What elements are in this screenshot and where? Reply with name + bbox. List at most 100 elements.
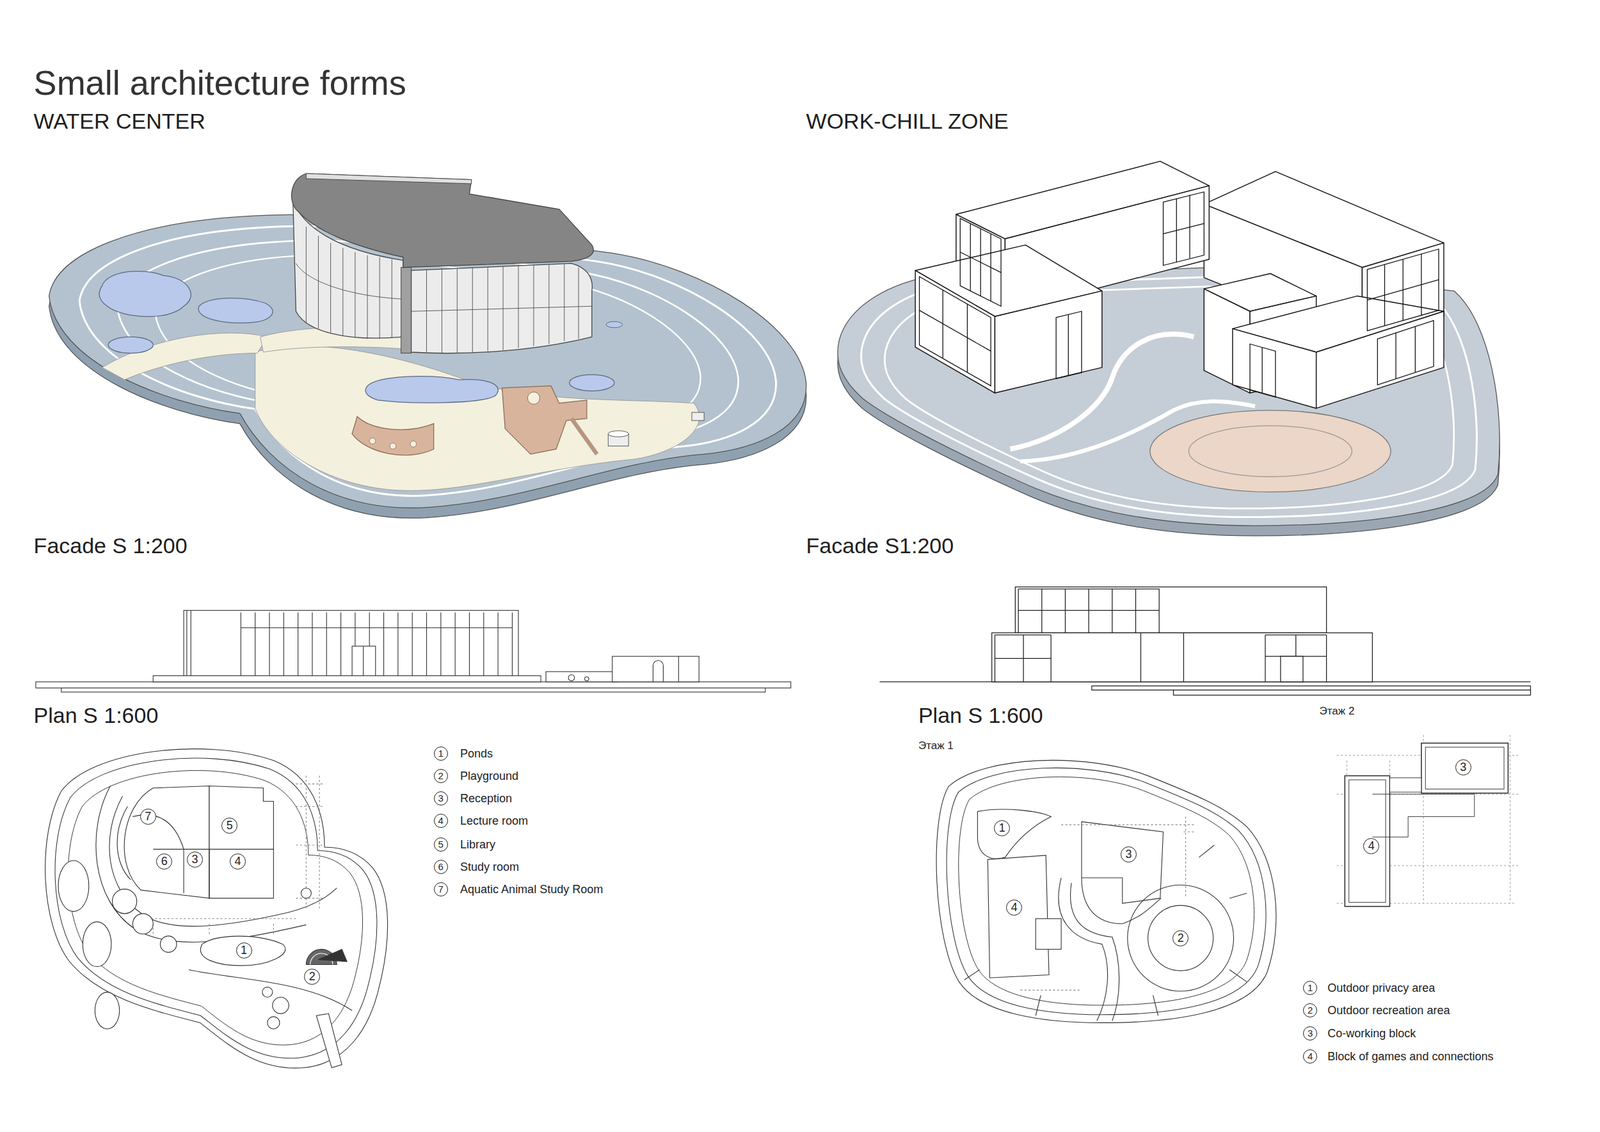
water-center-view xyxy=(569,374,615,392)
work-chill-floor2-plan xyxy=(1349,779,1386,902)
callout-number: 2 xyxy=(304,968,320,985)
work-chill-floor2-plan xyxy=(1336,734,1521,907)
water-center-view xyxy=(155,254,701,466)
work-chill-facade xyxy=(992,632,1373,682)
callout-number: 3 xyxy=(1455,759,1472,776)
work-chill-plan xyxy=(1127,884,1234,991)
section-heading: Plan S 1:600 xyxy=(33,704,159,726)
water-center-view xyxy=(255,345,700,491)
water-center-view xyxy=(99,271,191,317)
water-center-plan xyxy=(68,769,363,1045)
work-chill-view xyxy=(1150,410,1391,493)
work-chill-facade xyxy=(1015,586,1327,633)
work-chill-view xyxy=(1367,254,1439,326)
water-center-plan xyxy=(316,1013,342,1067)
legend-entry: Ponds xyxy=(460,747,493,760)
water-center-plan xyxy=(318,949,348,962)
work-chill-view xyxy=(919,276,992,386)
work-chill-plan xyxy=(1148,904,1214,971)
work-chill-floor2-plan xyxy=(1372,793,1474,837)
callout-number: 2 xyxy=(433,768,448,783)
water-center-view xyxy=(401,267,412,354)
water-center-view xyxy=(369,437,376,445)
water-center-facade xyxy=(152,675,541,682)
callout-number: 3 xyxy=(186,851,203,868)
callout-number: 1 xyxy=(993,819,1010,836)
floor-label: Этаж 1 xyxy=(918,739,954,751)
callout-number: 1 xyxy=(236,942,253,959)
water-center-facade xyxy=(35,609,792,692)
work-chill-view xyxy=(1249,343,1276,397)
water-center-facade xyxy=(584,676,589,681)
work-chill-floor2-plan xyxy=(1389,777,1421,792)
work-chill-view xyxy=(1377,320,1434,385)
work-chill-plan xyxy=(958,776,1255,1005)
water-center-view xyxy=(606,321,623,328)
legend-entry: Playground xyxy=(460,769,519,782)
water-center-plan xyxy=(112,888,137,914)
work-chill-view xyxy=(1163,192,1205,266)
water-center-view xyxy=(410,440,417,448)
legend-entry: Lecture room xyxy=(460,814,528,827)
water-center-facade xyxy=(35,681,792,688)
work-chill-plan xyxy=(977,808,1051,859)
section-heading: Plan S 1:600 xyxy=(918,704,1044,726)
water-center-facade xyxy=(612,656,700,682)
water-center-plan xyxy=(94,992,120,1029)
callout-number: 1 xyxy=(433,746,448,761)
work-chill-floor2-plan xyxy=(1421,743,1509,793)
callout-number: 3 xyxy=(1120,846,1137,863)
section-heading: Facade S 1:200 xyxy=(33,534,188,557)
water-center-plan xyxy=(142,775,325,934)
water-center-plan xyxy=(45,748,388,1069)
floor-label: Этаж 2 xyxy=(1319,705,1355,717)
water-center-facade xyxy=(545,671,618,682)
section-heading: WATER CENTER xyxy=(33,110,206,132)
water-center-plan xyxy=(58,860,89,912)
work-chill-plan xyxy=(936,759,1277,1023)
callout-number: 4 xyxy=(433,813,448,828)
work-chill-view xyxy=(994,290,1102,393)
work-chill-view xyxy=(1395,326,1416,379)
water-center-plan xyxy=(188,969,352,1011)
water-center-plan xyxy=(160,935,177,953)
work-chill-facade xyxy=(994,632,1327,682)
work-chill-view xyxy=(837,161,1500,536)
legend-entry: Study room xyxy=(460,860,520,873)
water-center-view xyxy=(608,430,629,438)
callout-number: 2 xyxy=(1172,929,1189,946)
callout-number: 4 xyxy=(1006,899,1023,916)
work-chill-facade xyxy=(879,586,1531,696)
sheet-title: Small architecture forms xyxy=(33,65,407,100)
water-center-plan xyxy=(267,1016,280,1029)
water-center-plan xyxy=(45,748,388,1069)
work-chill-plan xyxy=(1035,918,1062,950)
legend-entry: Aquatic Animal Study Room xyxy=(460,883,603,895)
legend-entry: Reception xyxy=(460,792,512,804)
water-center-plan xyxy=(272,997,290,1014)
water-center-view xyxy=(411,263,593,353)
legend-entry: Outdoor privacy area xyxy=(1327,981,1435,994)
water-center-plan xyxy=(209,785,274,898)
water-center-view xyxy=(305,173,472,184)
water-center-plan xyxy=(262,986,273,998)
work-chill-view xyxy=(919,289,992,373)
work-chill-view xyxy=(1367,248,1439,331)
water-center-view xyxy=(291,173,594,268)
work-chill-floor2-plan xyxy=(1344,775,1390,907)
water-center-view xyxy=(102,332,268,380)
water-center-view xyxy=(198,298,273,324)
callout-number: 6 xyxy=(156,853,173,870)
callout-number: 2 xyxy=(1303,1002,1318,1017)
legend-entry: Block of games and connections xyxy=(1327,1050,1494,1062)
work-chill-plan xyxy=(1020,816,1194,990)
water-center-view xyxy=(108,336,153,354)
work-chill-view xyxy=(1316,311,1444,408)
work-chill-plan xyxy=(946,767,1266,1014)
callout-number: 7 xyxy=(140,808,157,825)
work-chill-plan xyxy=(987,855,1049,978)
work-chill-facade xyxy=(1280,656,1304,682)
work-chill-facade xyxy=(1018,588,1160,633)
water-center-facade xyxy=(61,688,766,692)
water-center-view xyxy=(571,418,598,455)
